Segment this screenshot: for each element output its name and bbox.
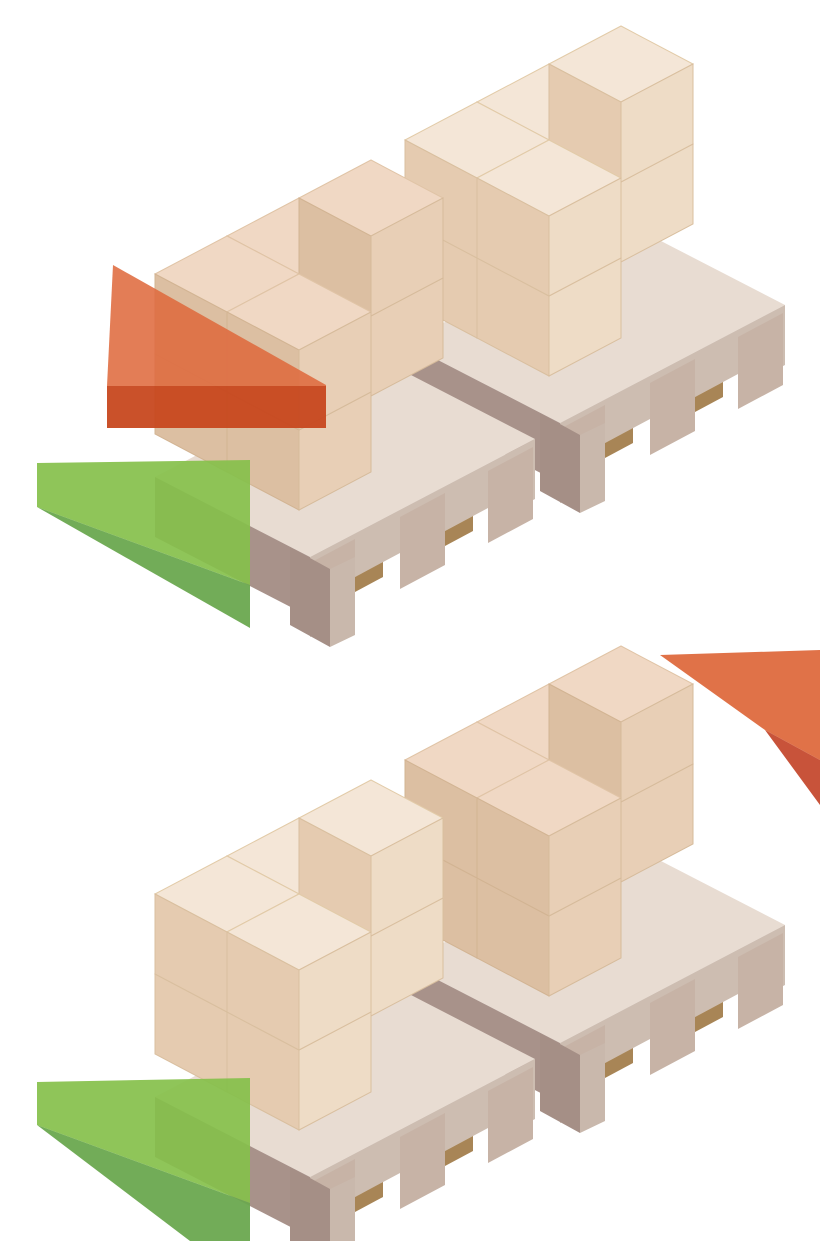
bottom-panel — [37, 646, 820, 1241]
green-arrow-icon — [37, 460, 250, 628]
green-arrow-icon — [37, 1078, 250, 1241]
top-panel — [37, 26, 785, 647]
